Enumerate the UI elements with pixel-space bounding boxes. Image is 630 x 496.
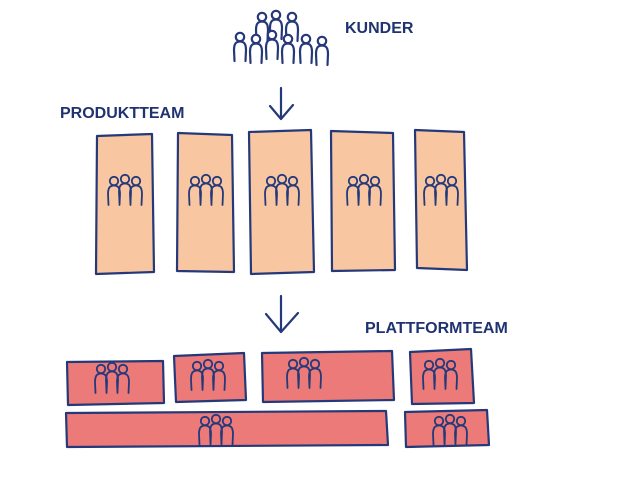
platform-team-2: [172, 351, 248, 404]
product-team-3: [247, 128, 316, 276]
product-team-1: [94, 132, 156, 276]
people-crowd-icon: [232, 9, 330, 67]
customers-label: KUNDER: [345, 20, 414, 37]
platform-teams-label: PLATTFORMTEAM: [365, 320, 508, 337]
platform-team-5: [64, 409, 390, 449]
product-team-5: [413, 128, 469, 272]
arrow-down-icon: [268, 86, 295, 121]
product-team-4: [329, 129, 397, 273]
platform-team-4: [408, 347, 476, 406]
product-teams: [94, 128, 469, 276]
product-team-2: [175, 131, 236, 274]
platform-team-3: [260, 349, 396, 404]
arrow-down-icon: [264, 294, 300, 334]
product-teams-label: PRODUKTTEAM: [60, 105, 184, 122]
platform-team-1: [65, 359, 166, 407]
platform-team-6: [403, 408, 491, 449]
customers-group: KUNDER: [232, 9, 414, 67]
platform-teams: [64, 347, 491, 449]
